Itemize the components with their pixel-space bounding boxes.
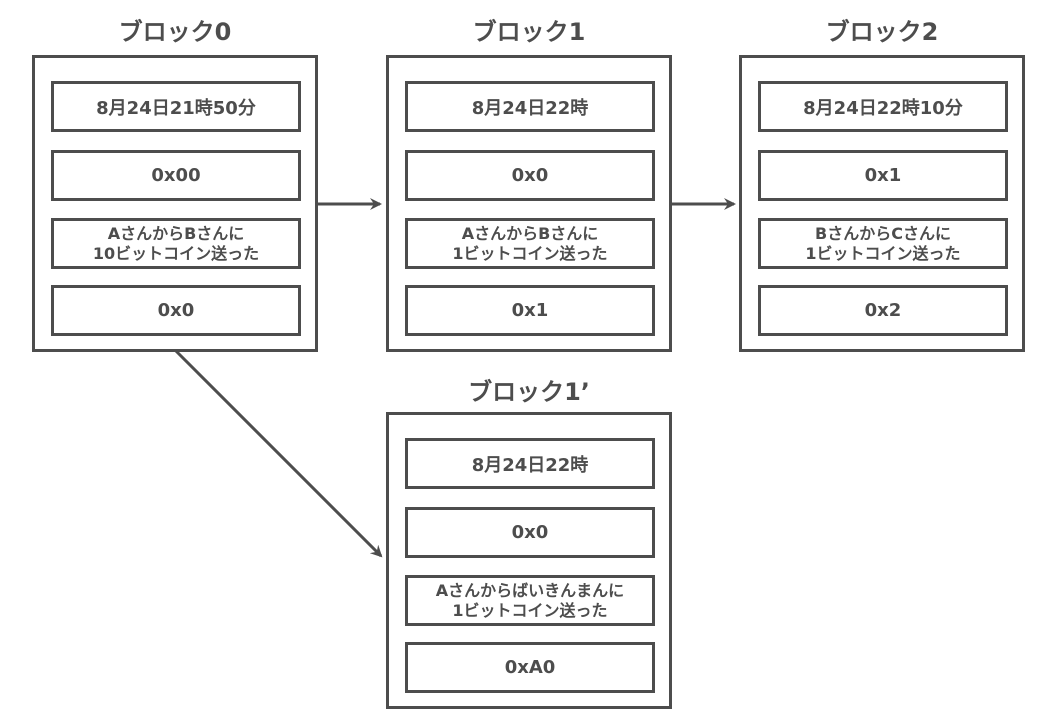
block-1-hash: 0x1 <box>405 285 655 336</box>
block-2-prev-hash: 0x1 <box>758 150 1008 201</box>
block-1-prime-hash: 0xA0 <box>405 642 655 693</box>
block-2-hash: 0x2 <box>758 285 1008 336</box>
block-0-transaction: AさんからBさんに 10ビットコイン送った <box>51 218 301 269</box>
block-1-timestamp: 8月24日22時 <box>405 81 655 132</box>
block-0-tx-line1: AさんからBさんに <box>107 223 245 243</box>
block-1-prime-tx-line2: 1ビットコイン送った <box>452 600 608 620</box>
block-1-tx-line2: 1ビットコイン送った <box>452 243 608 263</box>
block-1-prime-timestamp: 8月24日22時 <box>405 438 655 489</box>
block-1: 8月24日22時 0x0 AさんからBさんに 1ビットコイン送った 0x1 <box>386 55 672 352</box>
arrow-block0-to-block1-prime <box>173 348 383 558</box>
block-0: 8月24日21時50分 0x00 AさんからBさんに 10ビットコイン送った 0… <box>32 55 318 352</box>
block-1-title: ブロック1 <box>472 18 586 46</box>
block-1-prime-tx-line1: Aさんからばいきんまんに <box>435 580 625 600</box>
block-0-title: ブロック0 <box>118 18 232 46</box>
block-1-prime-prev-hash: 0x0 <box>405 507 655 558</box>
block-2: 8月24日22時10分 0x1 BさんからCさんに 1ビットコイン送った 0x2 <box>739 55 1025 352</box>
block-0-prev-hash: 0x00 <box>51 150 301 201</box>
block-1-prime-transaction: Aさんからばいきんまんに 1ビットコイン送った <box>405 575 655 626</box>
block-1-prime: 8月24日22時 0x0 Aさんからばいきんまんに 1ビットコイン送った 0xA… <box>386 412 672 709</box>
block-2-tx-line1: BさんからCさんに <box>815 223 951 243</box>
block-1-tx-line1: AさんからBさんに <box>461 223 599 243</box>
block-1-prev-hash: 0x0 <box>405 150 655 201</box>
block-2-tx-line2: 1ビットコイン送った <box>805 243 961 263</box>
block-0-tx-line2: 10ビットコイン送った <box>92 243 260 263</box>
block-1-prime-title: ブロック1’ <box>468 378 590 406</box>
block-0-timestamp: 8月24日21時50分 <box>51 81 301 132</box>
block-0-hash: 0x0 <box>51 285 301 336</box>
block-1-transaction: AさんからBさんに 1ビットコイン送った <box>405 218 655 269</box>
block-2-title: ブロック2 <box>825 18 939 46</box>
block-2-transaction: BさんからCさんに 1ビットコイン送った <box>758 218 1008 269</box>
block-2-timestamp: 8月24日22時10分 <box>758 81 1008 132</box>
